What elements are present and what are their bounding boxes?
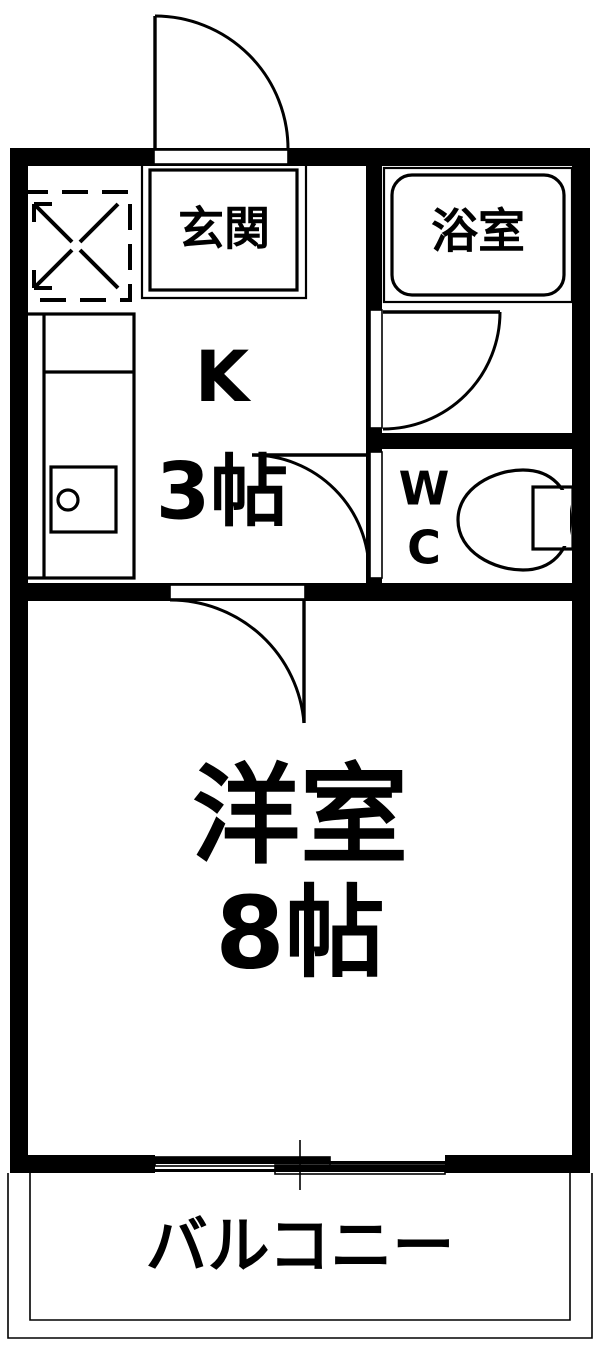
main-room-label: 洋室 (192, 754, 408, 879)
toilet-label-w: W (399, 462, 450, 516)
balcony-label: バルコニー (146, 1209, 455, 1282)
entrance-swing-door (153, 14, 290, 165)
main-room-size-label: 8帖 (215, 874, 385, 991)
bathroom-swing-door (369, 309, 502, 431)
toilet-swing-door (251, 451, 383, 579)
bathroom-label: 浴室 (431, 205, 525, 260)
toilet-label-c: C (407, 521, 441, 575)
balcony-area: バルコニー (7, 1173, 593, 1339)
kitchen-label: K (195, 336, 252, 418)
toilet-area: W C (399, 462, 575, 575)
closet-symbol (20, 190, 132, 302)
entrance-label: 玄関 (178, 202, 270, 256)
sliding-glass-door (154, 1140, 446, 1190)
kitchen-sink-counter (20, 312, 136, 580)
kitchen-size-label: 3帖 (156, 447, 288, 537)
bathroom-area: 浴室 (382, 166, 574, 304)
main-room-swing-door (169, 584, 306, 724)
kitchen-area: K 3帖 (156, 336, 288, 537)
main-room-area: 洋室 8帖 (192, 754, 408, 992)
entrance-area: 玄関 (140, 166, 308, 300)
toilet-fixture (456, 468, 575, 572)
